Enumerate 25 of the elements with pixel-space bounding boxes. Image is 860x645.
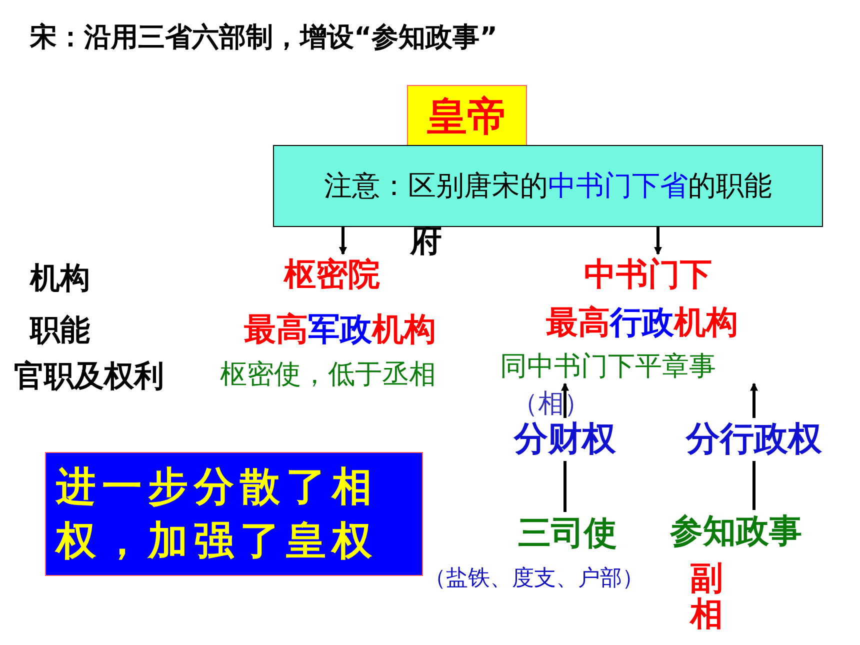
row-heading: 官职及权利 (14, 358, 164, 396)
function-text: 机构 (674, 302, 738, 343)
edge-label: 分财权 (512, 418, 618, 460)
note-text: （相） (512, 388, 590, 420)
function-text: 机构 (372, 309, 436, 350)
arrow (339, 227, 347, 255)
summary-box: 进一步分散了相权，加强了皇权 (45, 452, 423, 576)
office-text: 参知政事 (670, 510, 802, 552)
rank-text: 副相 (690, 560, 723, 633)
organ-text: 中书门下 (584, 254, 712, 294)
edge-label: 分行政权 (684, 418, 824, 460)
function-text: 行政 (610, 302, 674, 343)
office-text: 三司使 (518, 512, 617, 554)
office-text: 同中书门下平章事 (500, 350, 716, 384)
function-text: 最高 (244, 309, 308, 350)
function-text: 军政 (308, 309, 372, 350)
note-text: （盐铁、度支、户部） (424, 565, 644, 592)
arrow (654, 227, 662, 255)
row-heading: 机构 (30, 260, 90, 298)
slide-title: 宋：沿用三省六部制，增设“参知政事” (30, 21, 498, 55)
office-text: 枢密使，低于丞相 (220, 358, 436, 392)
function-text: 最高 (546, 302, 610, 343)
organ-text: 枢密院 (284, 254, 380, 294)
row-heading: 职能 (30, 312, 90, 350)
note-box: 注意：区别唐宋的中书门下省的职能 (273, 145, 823, 227)
